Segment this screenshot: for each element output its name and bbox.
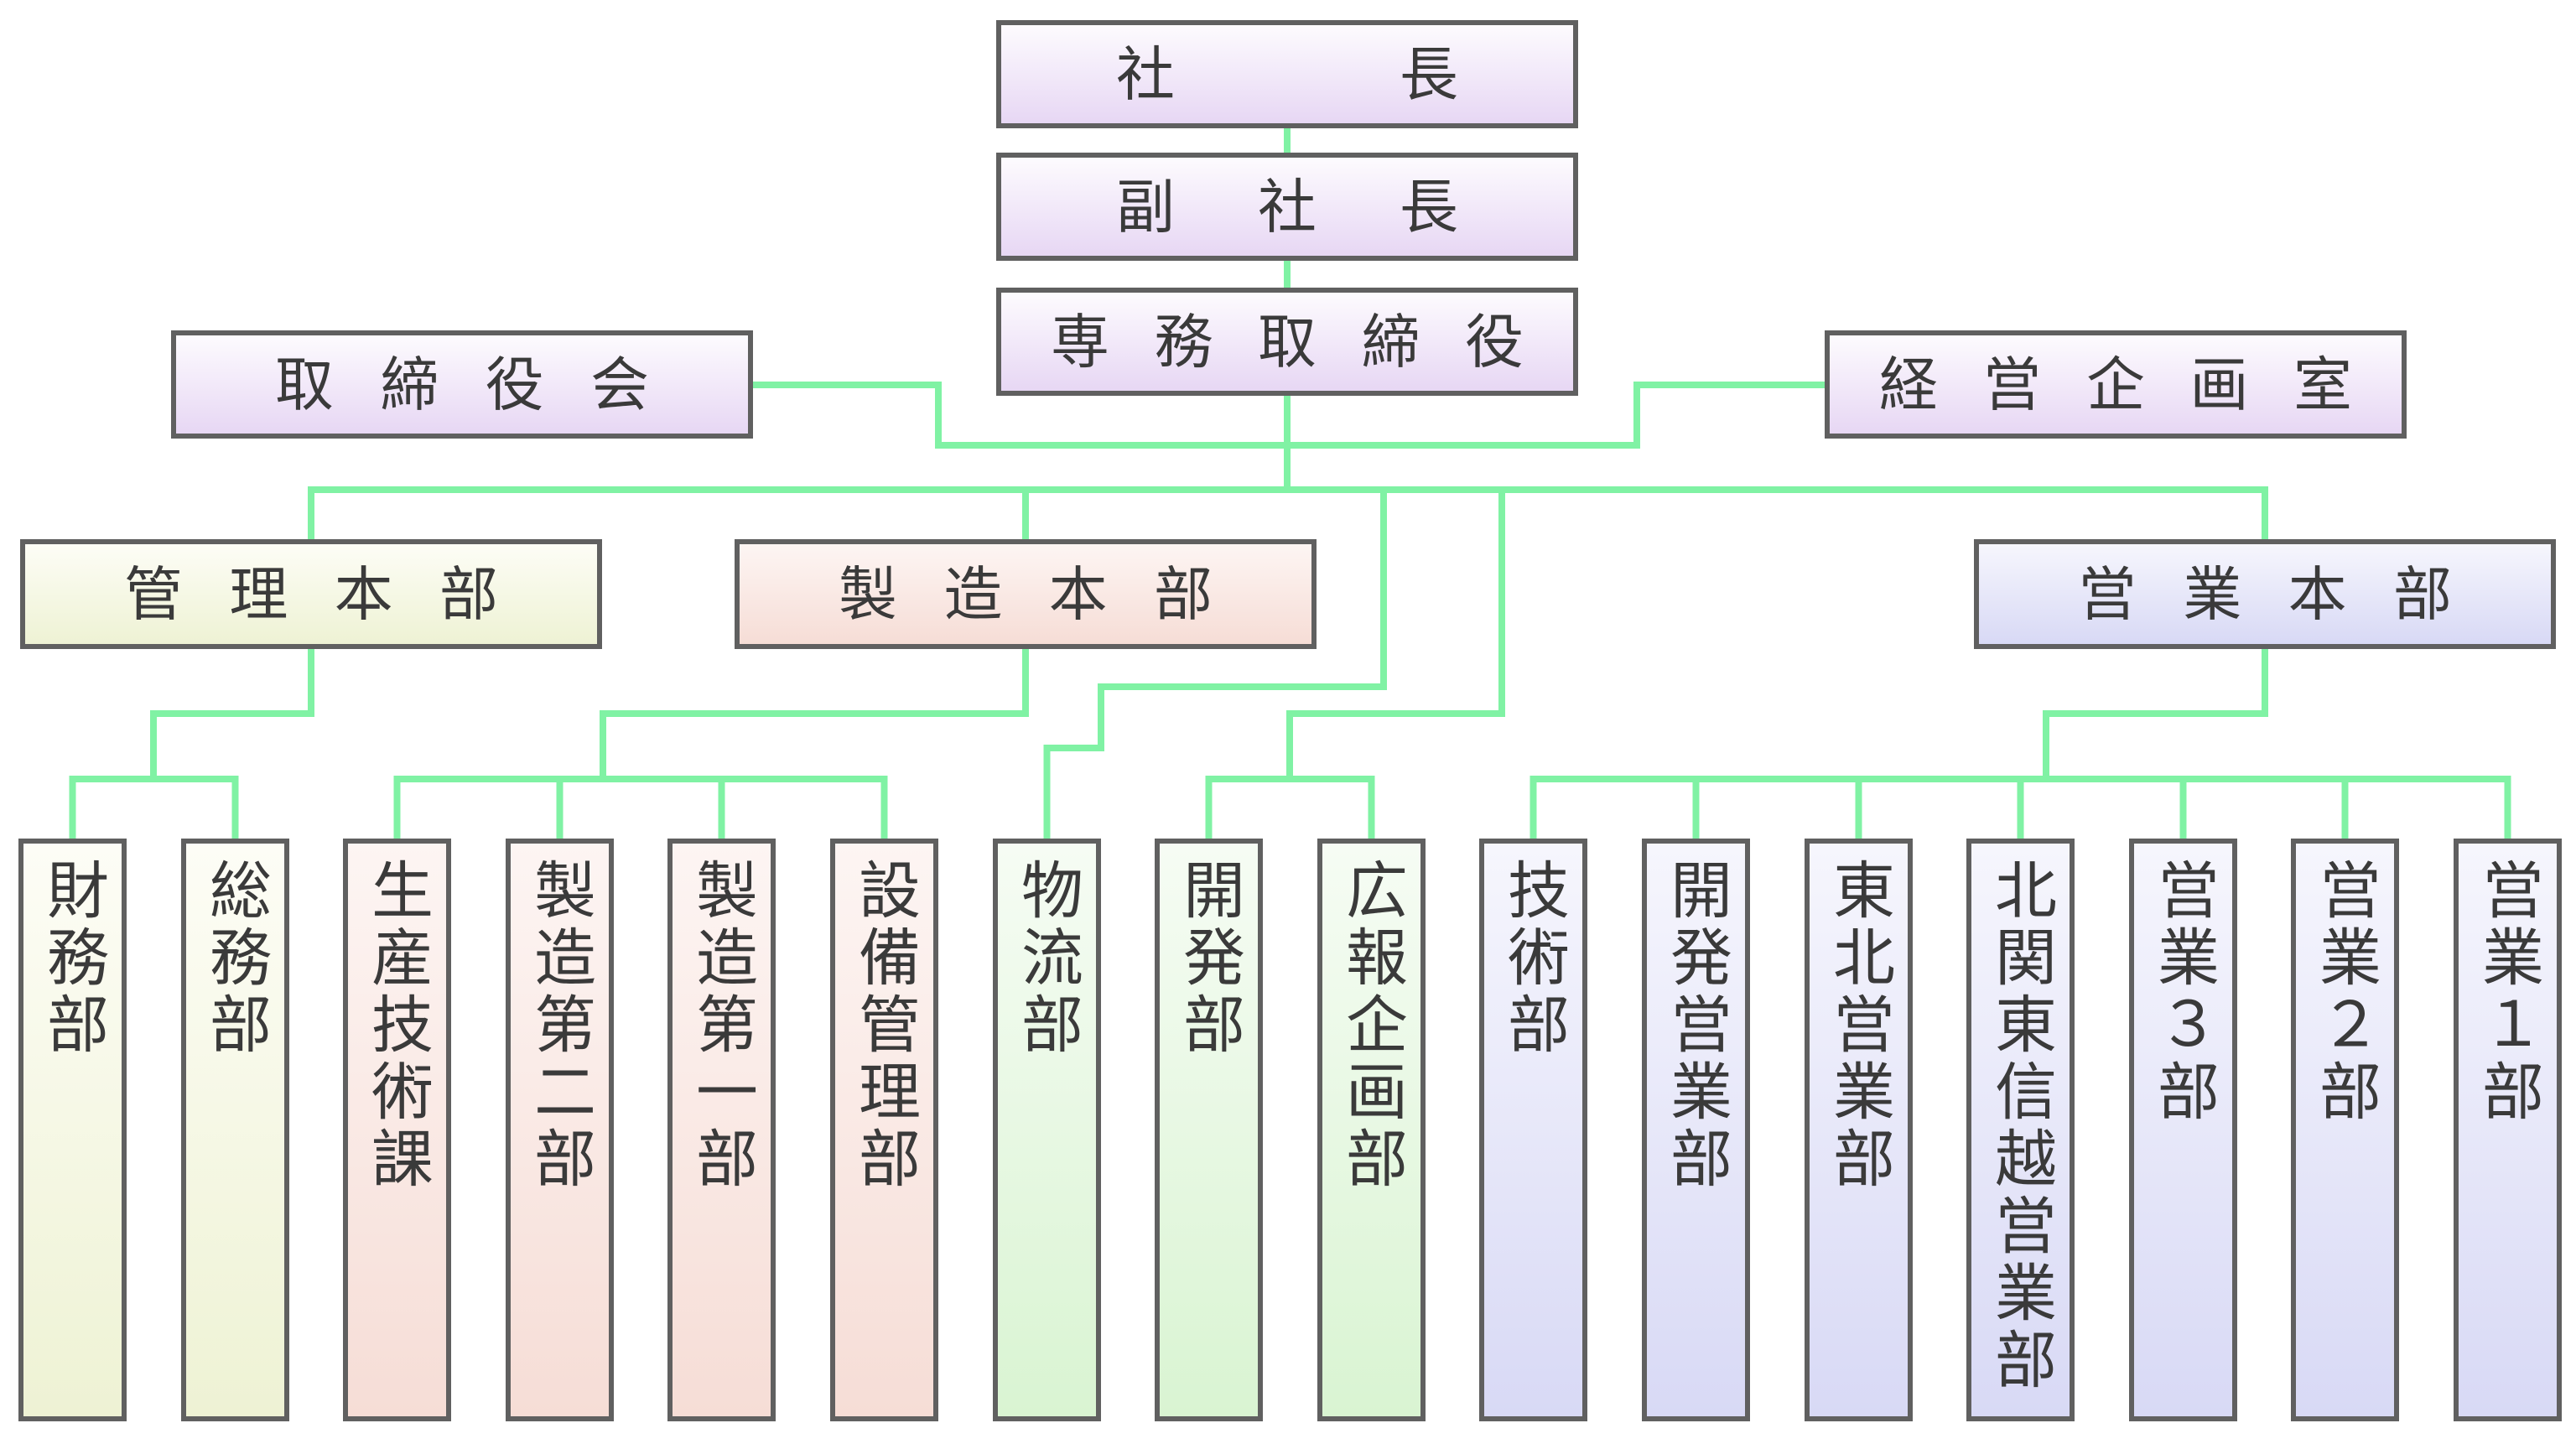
development-sales-dept-label: 開発営業部 — [1659, 858, 1732, 1193]
label-char: 会 — [589, 350, 649, 419]
manufacturing-1-dept-label: 製造第一部 — [685, 858, 758, 1193]
administration-division-box: 管理本部 — [20, 539, 602, 649]
general-affairs-dept-box: 総務部 — [181, 839, 289, 1421]
corporate-planning-box: 経営企画室 — [1825, 330, 2407, 439]
tohoku-sales-dept-box: 東北営業部 — [1805, 839, 1913, 1421]
development-sales-dept-box: 開発営業部 — [1642, 839, 1750, 1421]
engineering-dept-box: 技術部 — [1479, 839, 1587, 1421]
sales-2-dept-label: 営業２部 — [2309, 858, 2381, 1126]
label-char: 室 — [2293, 350, 2352, 419]
manufacturing-2-dept-label: 製造第二部 — [523, 858, 596, 1193]
label-char: 部 — [439, 559, 498, 629]
president-label: 社長 — [1001, 25, 1573, 123]
label-char: 本 — [1048, 559, 1108, 629]
manufacturing-2-dept-box: 製造第二部 — [506, 839, 614, 1421]
connector-dev-pr-trunk — [1286, 490, 1505, 779]
administration-division-label: 管理本部 — [25, 544, 597, 644]
connector-division-bus — [308, 486, 2268, 539]
tohoku-sales-dept-label: 東北営業部 — [1822, 858, 1895, 1193]
logistics-dept-box: 物流部 — [993, 839, 1101, 1421]
label-char: 社 — [1116, 39, 1175, 109]
label-char: 締 — [1361, 307, 1420, 377]
finance-dept-label: 財務部 — [36, 858, 109, 1059]
sales-2-dept-box: 営業２部 — [2291, 839, 2399, 1421]
label-char: 役 — [1465, 307, 1524, 377]
sales-division-box: 営業本部 — [1974, 539, 2556, 649]
label-char: 本 — [334, 559, 393, 629]
label-char: 製 — [839, 559, 897, 629]
development-dept-box: 開発部 — [1155, 839, 1263, 1421]
logistics-dept-label: 物流部 — [1010, 858, 1083, 1059]
senior-managing-director-box: 専務取締役 — [996, 288, 1578, 396]
president-box: 社長 — [996, 20, 1578, 128]
connector-admin-bar — [69, 776, 239, 839]
connector-admin-trunk — [150, 649, 314, 779]
label-char: 理 — [229, 559, 288, 629]
label-char: 社 — [1258, 172, 1317, 242]
production-engineering-section-label: 生産技術課 — [361, 858, 434, 1193]
label-char: 取 — [275, 350, 334, 419]
kitakanto-shinetsu-sales-dept-box: 北関東信越営業部 — [1966, 839, 2075, 1421]
kitakanto-shinetsu-sales-dept-label: 北関東信越営業部 — [1984, 858, 2057, 1394]
senior-managing-director-label: 専務取締役 — [1001, 293, 1573, 391]
label-char: 管 — [124, 559, 183, 629]
corporate-planning-label: 経営企画室 — [1830, 335, 2402, 434]
manufacturing-division-label: 製造本部 — [740, 544, 1311, 644]
finance-dept-box: 財務部 — [18, 839, 127, 1421]
board-of-directors-label: 取締役会 — [176, 335, 748, 434]
sales-1-dept-label: 営業１部 — [2471, 858, 2544, 1126]
label-char: 営 — [1982, 350, 2042, 419]
label-char: 副 — [1116, 172, 1175, 242]
label-char: 務 — [1154, 307, 1213, 377]
sales-3-dept-box: 営業３部 — [2129, 839, 2237, 1421]
general-affairs-dept-label: 総務部 — [199, 858, 272, 1059]
sales-1-dept-box: 営業１部 — [2454, 839, 2562, 1421]
label-char: 専 — [1051, 307, 1109, 377]
label-char: 企 — [2086, 350, 2145, 419]
label-char: 本 — [2288, 559, 2347, 629]
engineering-dept-label: 技術部 — [1497, 858, 1570, 1059]
label-char: 画 — [2189, 350, 2249, 419]
label-char: 役 — [485, 350, 544, 419]
label-char: 部 — [2392, 559, 2452, 629]
pr-planning-dept-box: 広報企画部 — [1317, 839, 1426, 1421]
sales-division-label: 営業本部 — [1979, 544, 2551, 644]
manufacturing-division-box: 製造本部 — [735, 539, 1317, 649]
connector-staff — [753, 382, 1825, 449]
label-char: 締 — [380, 350, 439, 419]
label-char: 経 — [1879, 350, 1938, 419]
connector-dev-pr-bar — [1205, 776, 1375, 839]
manufacturing-1-dept-box: 製造第一部 — [667, 839, 776, 1421]
sales-3-dept-label: 営業３部 — [2147, 858, 2220, 1126]
development-dept-label: 開発部 — [1172, 858, 1245, 1059]
label-char: 長 — [1400, 39, 1458, 109]
facilities-management-dept-label: 設備管理部 — [848, 858, 921, 1193]
label-char: 営 — [2078, 559, 2137, 629]
production-engineering-section-box: 生産技術課 — [343, 839, 451, 1421]
label-char: 部 — [1153, 559, 1213, 629]
vice-president-box: 副社長 — [996, 153, 1578, 261]
pr-planning-dept-label: 広報企画部 — [1335, 858, 1408, 1193]
vice-president-label: 副社長 — [1001, 158, 1573, 256]
facilities-management-dept-box: 設備管理部 — [830, 839, 938, 1421]
board-of-directors-box: 取締役会 — [171, 330, 753, 439]
label-char: 造 — [943, 559, 1003, 629]
connector-logistics — [1043, 490, 1387, 839]
connector-sales-trunk — [2043, 649, 2268, 779]
label-char: 業 — [2183, 559, 2242, 629]
label-char: 長 — [1400, 172, 1458, 242]
connector-manufacturing-bar — [393, 776, 888, 839]
label-char: 取 — [1258, 307, 1317, 377]
connector-manufacturing-trunk — [600, 649, 1029, 779]
